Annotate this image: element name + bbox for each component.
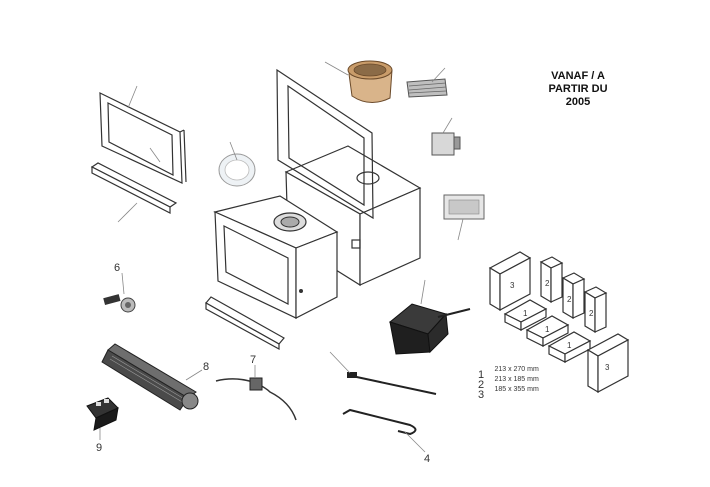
svg-text:3: 3 [510,281,515,290]
switch-part[interactable] [86,397,119,440]
part-number-8: 8 [203,361,209,373]
ash-pan-part[interactable] [388,279,471,355]
diagram-title: VANAF / A PARTIR DU 2005 [528,70,628,109]
glass-door-part[interactable] [99,85,187,184]
legend-row: 1 213 x 270 mm [478,365,539,381]
firebrick-b[interactable]: 2 [539,256,564,304]
bracket-part[interactable] [431,117,461,156]
legend-number: 1 [478,369,485,381]
firebrick-c[interactable]: 2 [561,272,586,320]
front-frame-panel-part[interactable] [276,68,374,220]
legend-dimensions: 185 x 355 mm [494,386,539,393]
part-number-7: 7 [250,354,256,366]
part-number-9: 9 [96,442,102,454]
title-line-3: 2005 [565,96,591,108]
part-number-6: 6 [114,262,120,274]
svg-text:3: 3 [605,363,610,372]
legend-dimensions: 213 x 270 mm [494,366,539,373]
svg-text:2: 2 [589,309,594,318]
poker-tool-part[interactable] [329,351,437,395]
legend-row: 3 185 x 355 mm [478,385,539,401]
cable-sensor-part[interactable] [215,365,297,421]
firebrick-g[interactable]: 1 [547,331,592,363]
firebrick-d[interactable]: 2 [583,286,608,334]
svg-text:1: 1 [523,309,528,318]
lower-deflector-part[interactable] [205,296,285,351]
brick-size-legend: 1 213 x 270 mm 2 213 x 185 mm 3 185 x 35… [478,365,539,401]
part-number-4: 4 [424,453,430,465]
plate-part[interactable] [443,194,485,241]
glass-ring-part[interactable] [218,141,256,187]
deflector-strip-part[interactable] [90,162,178,223]
svg-text:2: 2 [545,279,550,288]
title-line-2: PARTIR DU [548,83,608,95]
firebrick-e[interactable]: 1 [503,299,548,331]
hook-tool-part[interactable] [342,408,426,453]
firebrick-h[interactable]: 3 [586,333,630,394]
firebrick-set[interactable]: 3 2 2 2 1 1 [488,251,630,394]
svg-text:2: 2 [567,295,572,304]
legend-row: 2 213 x 185 mm [478,375,539,391]
legend-number: 2 [478,379,485,391]
firebrick-a[interactable]: 3 [488,251,532,312]
tangential-fan-part[interactable] [101,343,203,411]
firebrick-f[interactable]: 1 [525,315,570,347]
flue-collar-part[interactable] [324,60,393,103]
svg-text:1: 1 [545,325,550,334]
fan-bracket-part[interactable] [103,272,136,313]
title-line-1: VANAF / A [551,70,605,82]
legend-dimensions: 213 x 185 mm [494,376,539,383]
legend-number: 3 [478,389,485,401]
vent-grille-part[interactable] [406,67,448,98]
front-firebox-part[interactable] [213,195,339,319]
svg-text:1: 1 [567,341,572,350]
